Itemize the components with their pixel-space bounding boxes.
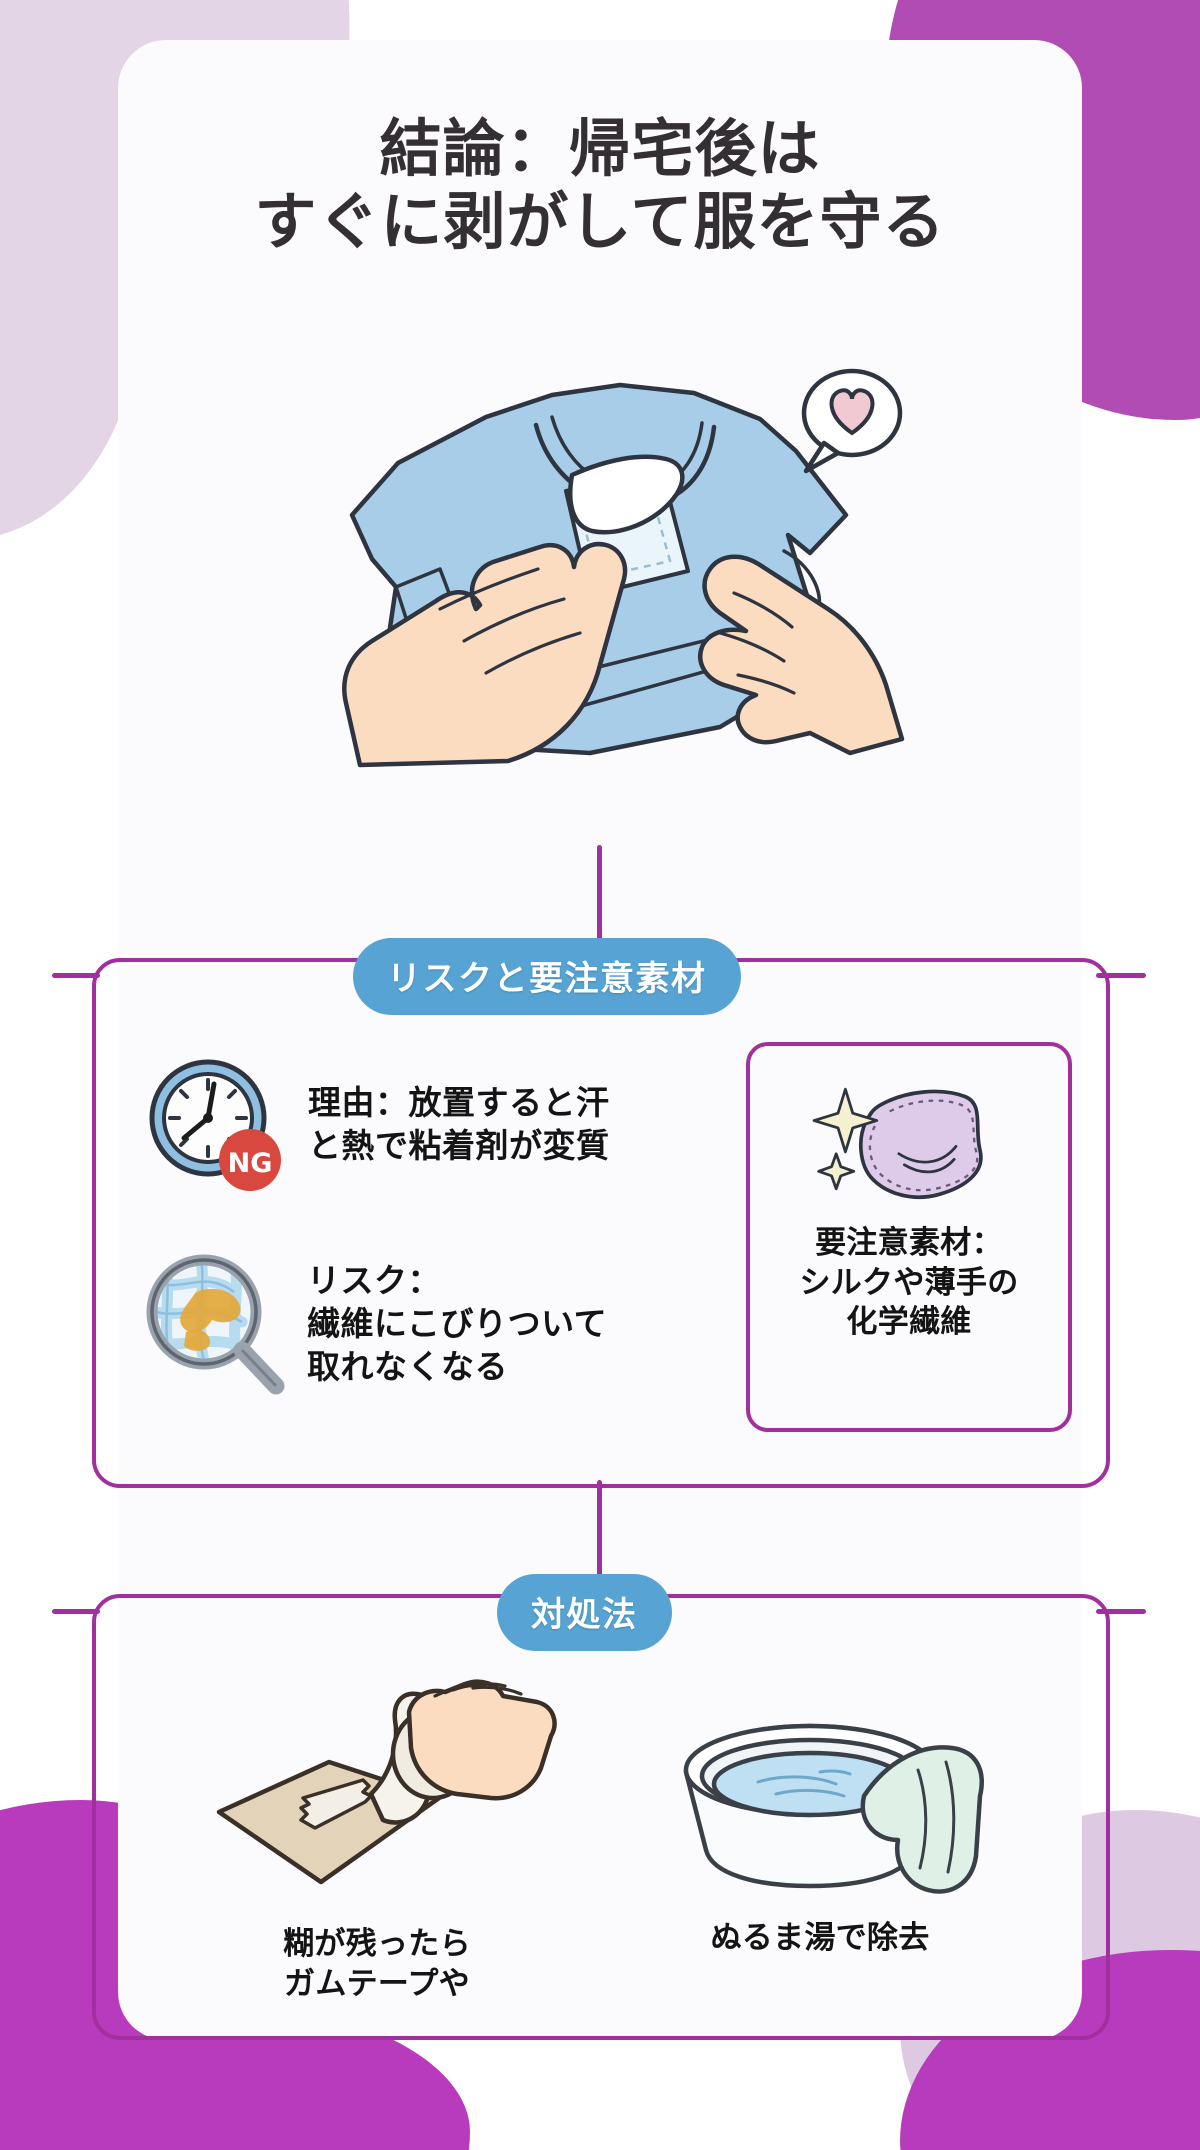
risk-row-reason: NG 理由：放置すると汗 と熱で粘着剤が変質 [140,1048,740,1202]
risk-row-reason-text: 理由：放置すると汗 と熱で粘着剤が変質 [308,1083,610,1165]
fragile-material-subcard: 要注意素材： シルクや薄手の 化学繊維 [746,1042,1072,1432]
risk-row-risk: リスク： 繊維にこびりついて 取れなくなる [130,1240,740,1409]
connector-hero-to-section1 [597,845,602,955]
remedy-step-basin-label: ぬるま湯で除去 [710,1920,930,1956]
ng-badge-label: NG [228,1148,273,1179]
remedy-step-basin: ぬるま湯で除去 [640,1700,1000,1958]
fragile-material-text: 要注意素材： シルクや薄手の 化学繊維 [799,1225,1019,1341]
page-title: 結論：帰宅後は すぐに剥がして服を守る [254,112,946,259]
risk-row-risk-text: リスク： 繊維にこびりついて 取れなくなる [307,1261,608,1386]
hero-illustration-shirt-peel [290,355,910,775]
clock-ng-icon: NG [140,1048,290,1202]
remedy-step-tape-label: 糊が残ったら ガムテープや [283,1926,471,2003]
connector-section2-left-tick [52,1609,100,1614]
section-remedy-badge: 対処法 [497,1574,672,1651]
silk-cloth-icon [803,1064,1015,1218]
remedy-step-tape: 糊が残ったら ガムテープや [182,1676,572,2005]
connector-section2-right-tick [1096,1609,1146,1614]
connector-section1-to-section2 [597,1480,602,1590]
magnifier-fiber-icon [130,1240,295,1409]
connector-section1-right-tick [1096,973,1146,978]
content-sheet [118,40,1082,2040]
connector-section1-left-tick [52,973,100,978]
tape-roll-icon [197,1676,557,1910]
basin-water-icon [650,1700,990,1904]
section-risk-badge: リスクと要注意素材 [353,938,741,1015]
